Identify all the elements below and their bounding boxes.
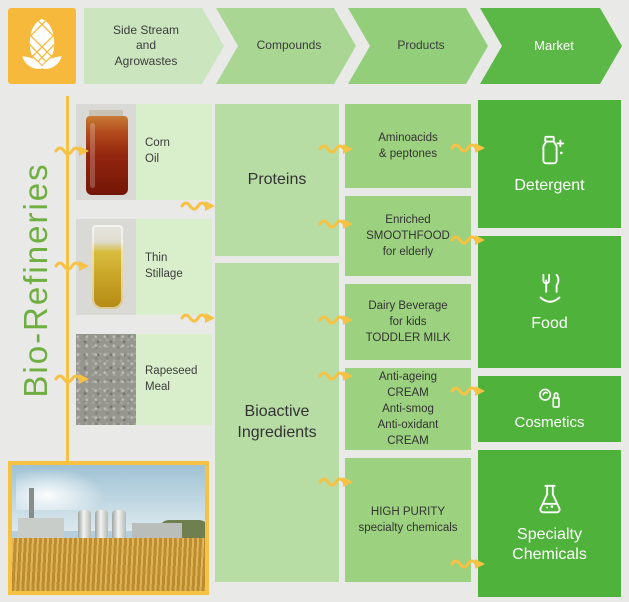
flow-arrow xyxy=(450,232,488,248)
jar-highlight xyxy=(90,123,96,189)
thin-stillage-photo xyxy=(76,219,136,315)
flow-arrow xyxy=(54,371,92,387)
detergent-label: Detergent xyxy=(514,176,585,194)
flow-arrow xyxy=(318,474,356,490)
stage-compounds-label: Compounds xyxy=(256,38,322,53)
product-box-toddler-milk: Dairy Beverage for kids TODDLER MILK xyxy=(345,284,471,360)
smoothfood-label: Enriched SMOOTHFOOD for elderly xyxy=(366,213,450,259)
product-box-aminoacids: Aminoacids & peptones xyxy=(345,104,471,188)
rapeseed-meal-label: Rapeseed Meal xyxy=(145,364,198,393)
stage-products-label: Products xyxy=(397,38,445,53)
page-title: Bio-Refineries xyxy=(17,162,54,398)
flow-arrow xyxy=(318,368,356,384)
photo-building xyxy=(17,517,65,541)
connector-line xyxy=(66,96,69,462)
stage-side-stream-label: Side Stream and Agrowastes xyxy=(112,22,180,68)
cosmetics-icon xyxy=(536,385,564,411)
flow-arrow xyxy=(54,143,92,159)
bioactive-ingredients-label: Bioactive Ingredients xyxy=(237,402,317,441)
biorefinery-plant-photo xyxy=(8,461,209,595)
product-box-high-purity: HIGH PURITY specialty chemicals xyxy=(345,458,471,582)
corn-icon xyxy=(22,18,62,69)
aminoacids-label: Aminoacids & peptones xyxy=(378,131,438,160)
jar-body xyxy=(85,116,128,196)
product-box-smoothfood: Enriched SMOOTHFOOD for elderly xyxy=(345,196,471,276)
photo-silo xyxy=(77,510,92,541)
compound-box-proteins: Proteins xyxy=(215,104,339,256)
photo-silo xyxy=(112,510,126,541)
thin-stillage-label: Thin Stillage xyxy=(145,252,183,280)
flow-arrow xyxy=(450,140,488,156)
photo-smokestack xyxy=(29,487,35,531)
photo-building xyxy=(131,522,182,541)
product-box-creams: Anti-ageing CREAM Anti-smog Anti-oxidant… xyxy=(345,368,471,450)
flow-arrow xyxy=(318,216,356,232)
cosmetics-label: Cosmetics xyxy=(514,414,585,432)
flow-arrow xyxy=(450,383,488,399)
creams-label: Anti-ageing CREAM Anti-smog Anti-oxidant… xyxy=(377,370,439,448)
chemistry-flask-icon xyxy=(533,482,567,518)
market-box-detergent: Detergent xyxy=(478,100,621,228)
photo-wheat-field xyxy=(12,538,205,591)
stage-side-stream: Side Stream and Agrowastes xyxy=(84,8,224,84)
flow-arrow xyxy=(318,141,356,157)
stage-products: Products xyxy=(348,8,488,84)
high-purity-label: HIGH PURITY specialty chemicals xyxy=(358,505,458,534)
flow-arrow xyxy=(180,198,218,214)
proteins-label: Proteins xyxy=(247,170,307,188)
stage-market-label: Market xyxy=(534,37,574,53)
flow-arrow xyxy=(318,312,356,328)
feedstock-label-thin-stillage: Thin Stillage xyxy=(136,219,212,315)
feedstock-label-rapeseed-meal: Rapeseed Meal xyxy=(136,334,212,425)
detergent-bottle-icon xyxy=(533,133,567,169)
market-box-specialty-chemicals: Specialty Chemicals xyxy=(478,450,621,597)
market-box-food: Food xyxy=(478,236,621,368)
stillage-glass xyxy=(91,224,123,310)
corn-logo-box xyxy=(8,8,76,84)
flow-arrow xyxy=(180,310,218,326)
specialty-chemicals-label: Specialty Chemicals xyxy=(512,526,587,563)
flow-arrow xyxy=(450,556,488,572)
flow-arrow xyxy=(54,258,92,274)
photo-silo xyxy=(94,510,109,541)
compound-box-bioactive-ingredients: Bioactive Ingredients xyxy=(215,263,339,582)
feedstock-label-corn-oil: Corn Oil xyxy=(136,104,212,200)
jar-lid xyxy=(89,109,123,118)
market-box-cosmetics: Cosmetics xyxy=(478,376,621,442)
food-dish-icon xyxy=(533,271,567,307)
stage-market: Market xyxy=(480,8,622,84)
stage-compounds: Compounds xyxy=(216,8,356,84)
corn-oil-label: Corn Oil xyxy=(145,137,170,165)
toddler-milk-label: Dairy Beverage for kids TODDLER MILK xyxy=(365,299,451,345)
food-label: Food xyxy=(531,314,568,332)
